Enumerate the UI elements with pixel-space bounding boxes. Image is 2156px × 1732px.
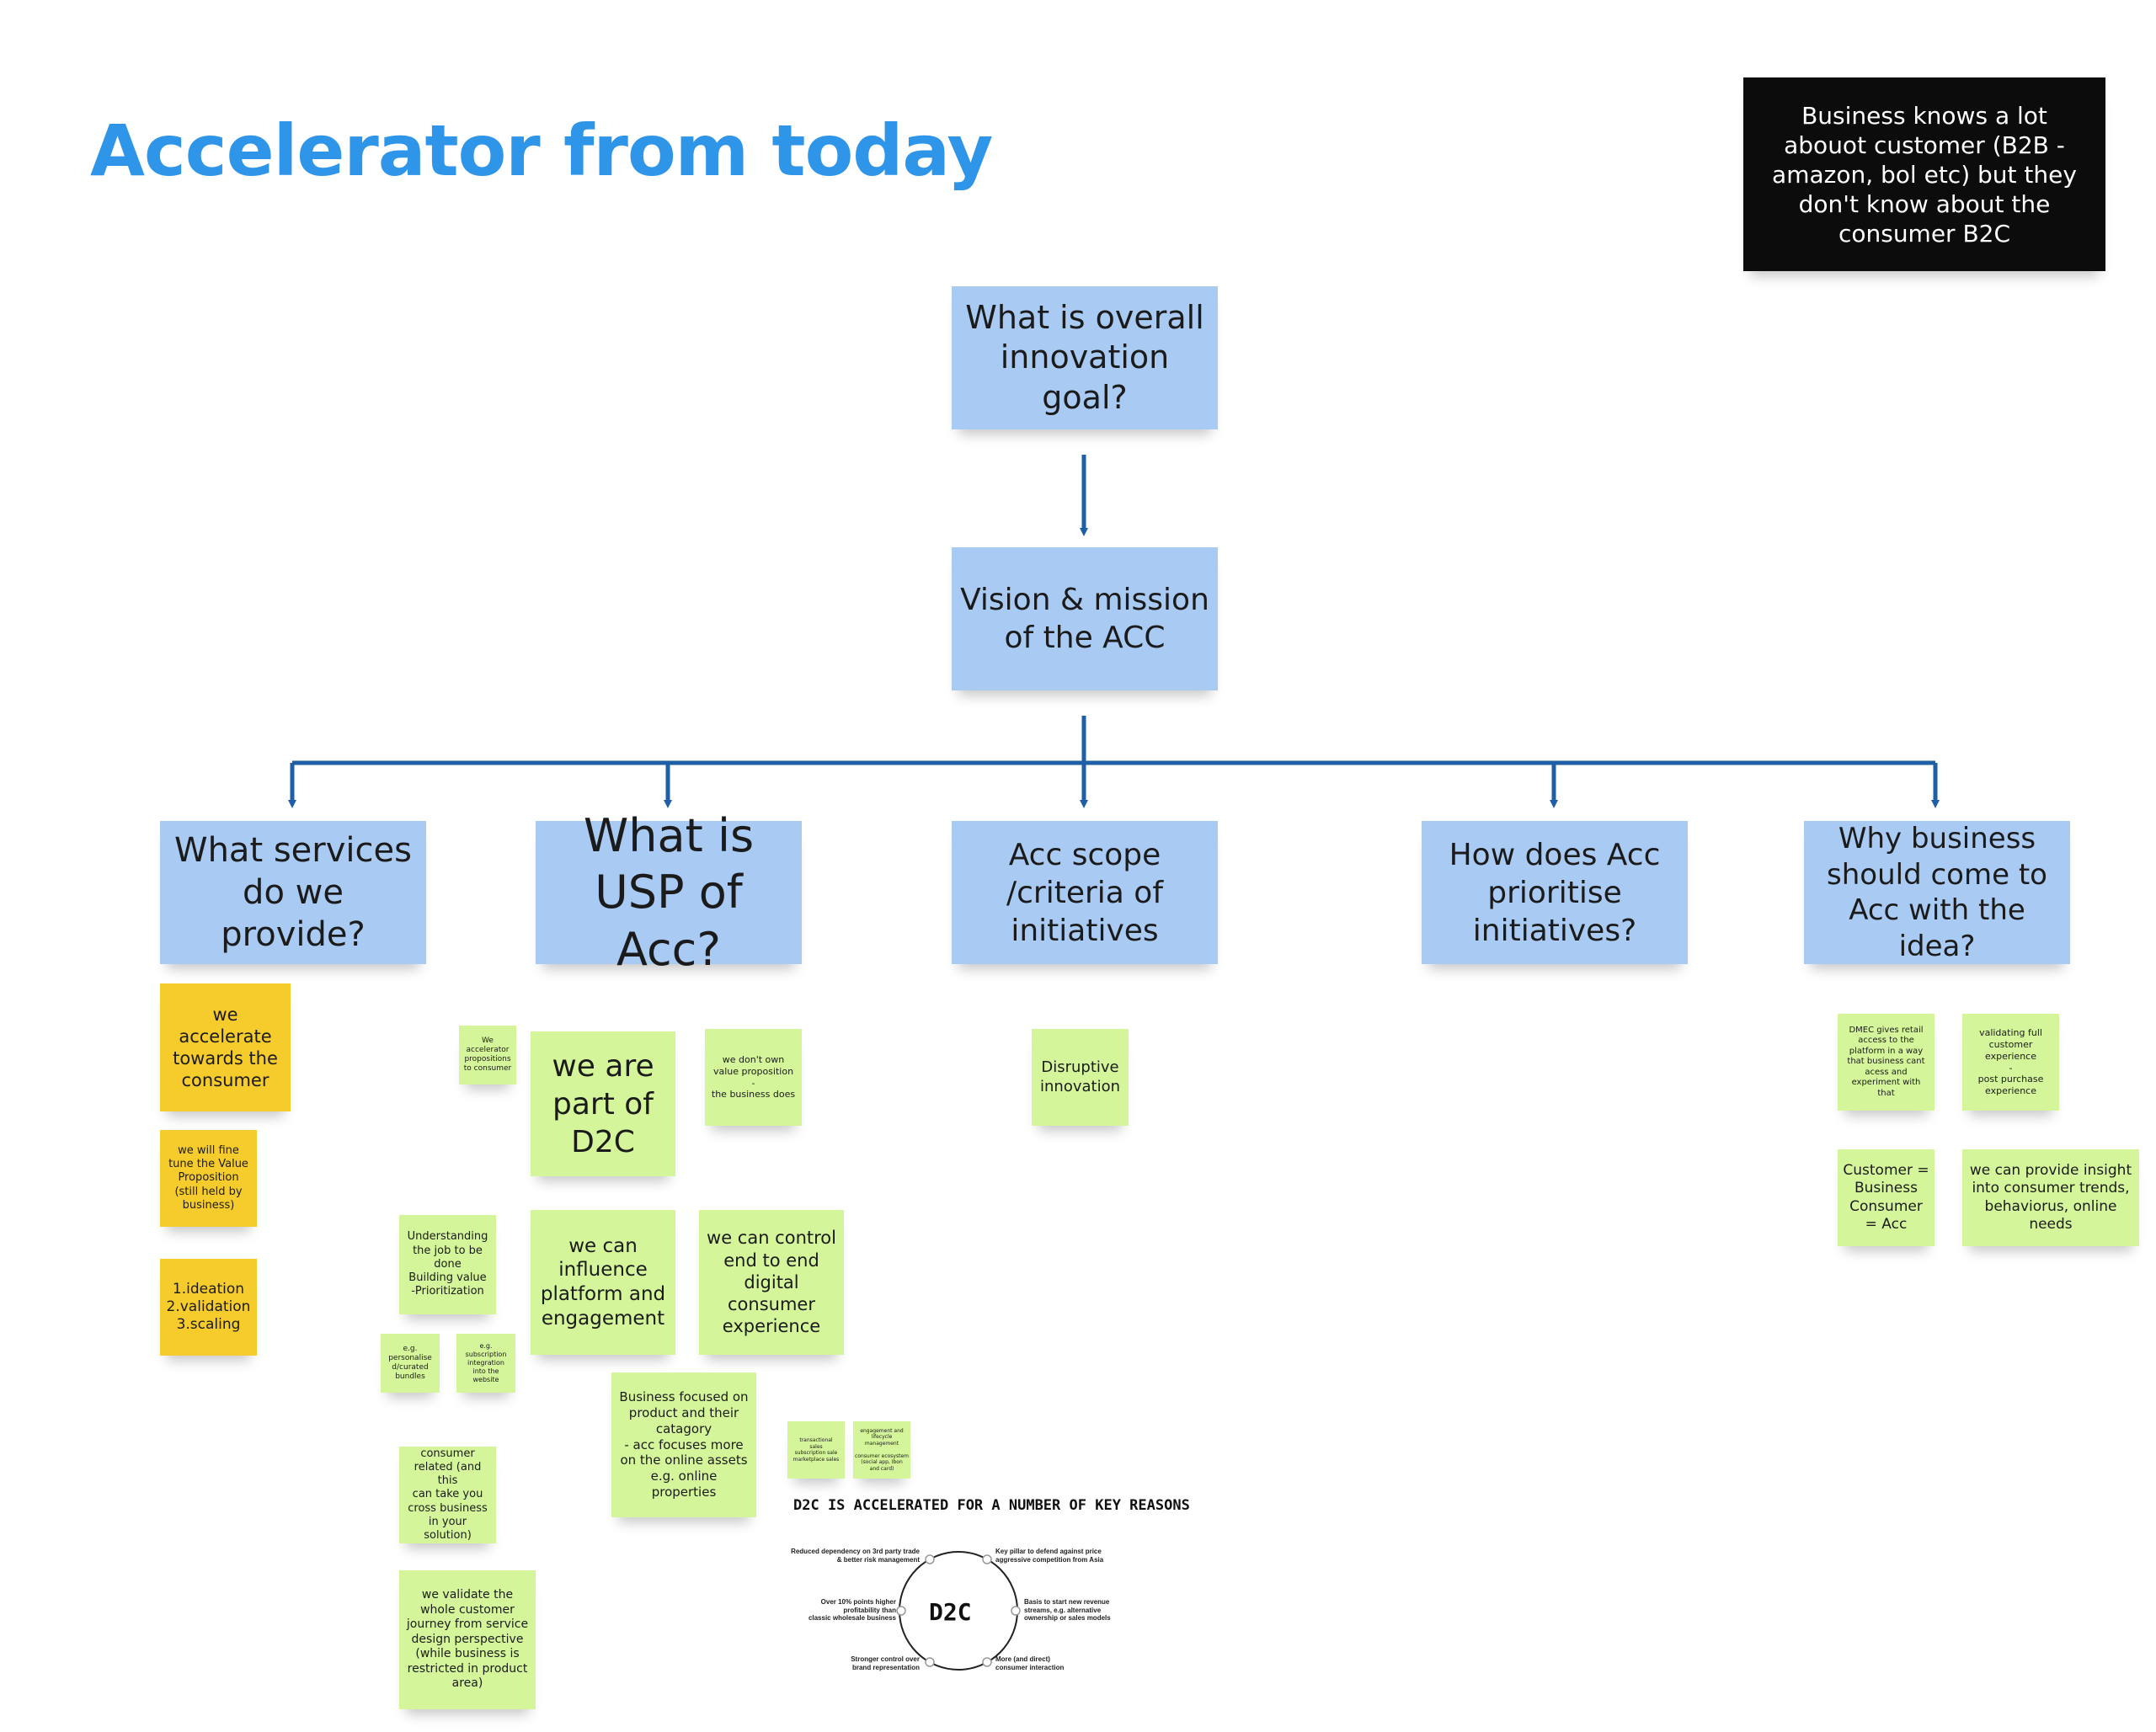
why-note-validating[interactable]: validating full customer experience - po… bbox=[1962, 1014, 2059, 1111]
usp-note-business-focused[interactable]: Business focused on product and their ca… bbox=[611, 1372, 756, 1517]
services-note-phases[interactable]: 1.ideation 2.validation 3.scaling bbox=[160, 1259, 257, 1356]
d2c-heading: D2C IS ACCELERATED FOR A NUMBER OF KEY R… bbox=[793, 1497, 1190, 1514]
services-note-accelerate[interactable]: we accelerate towards the consumer bbox=[160, 983, 291, 1111]
usp-note-engagement[interactable]: engagement and lifecycle management cons… bbox=[853, 1421, 910, 1479]
services-note-fine-tune[interactable]: we will fine tune the Value Proposition … bbox=[160, 1130, 257, 1227]
d2c-dot-left-mid bbox=[896, 1606, 906, 1616]
d2c-dot-left-bottom bbox=[925, 1657, 935, 1667]
board-title: Accelerator from today bbox=[90, 109, 993, 192]
usp-note-propositions[interactable]: We accelerator propositions to consumer bbox=[459, 1026, 516, 1084]
usp-node[interactable]: What is USP of Acc? bbox=[536, 809, 802, 976]
callout-note[interactable]: Business knows a lot abouot customer (B2… bbox=[1743, 77, 2105, 271]
scope-note-disruptive[interactable]: Disruptive innovation bbox=[1032, 1029, 1129, 1126]
usp-note-transactional[interactable]: transactional sales subscription sale ma… bbox=[787, 1421, 845, 1479]
vision-mission-node[interactable]: Vision & mission of the ACC bbox=[952, 547, 1218, 690]
d2c-reasons-diagram: D2C IS ACCELERATED FOR A NUMBER OF KEY R… bbox=[775, 1490, 1190, 1701]
d2c-reason-left-2: Over 10% points higher profitability tha… bbox=[808, 1598, 896, 1623]
d2c-reason-left-1: Reduced dependency on 3rd party trade & … bbox=[791, 1548, 920, 1564]
d2c-dot-right-top bbox=[982, 1554, 992, 1564]
innovation-goal-node[interactable]: What is overall innovation goal? bbox=[952, 286, 1218, 429]
usp-note-subscription[interactable]: e.g. subscription integration into the w… bbox=[456, 1334, 515, 1393]
d2c-reason-left-3: Stronger control over brand representati… bbox=[851, 1655, 920, 1671]
d2c-circle bbox=[896, 1551, 1021, 1671]
d2c-reason-right-1: Key pillar to defend against price aggre… bbox=[995, 1548, 1104, 1564]
d2c-reason-right-3: More (and direct) consumer interaction bbox=[995, 1655, 1065, 1671]
usp-note-d2c[interactable]: we are part of D2C bbox=[531, 1031, 675, 1176]
prioritise-node[interactable]: How does Acc prioritise initiatives? bbox=[1422, 821, 1688, 964]
usp-note-job-to-be-done[interactable]: Understanding the job to be done Buildin… bbox=[399, 1215, 496, 1314]
d2c-reason-right-2: Basis to start new revenue streams, e.g.… bbox=[1024, 1598, 1111, 1623]
d2c-dot-left-top bbox=[925, 1554, 935, 1564]
usp-note-consumer-related[interactable]: consumer related (and this can take you … bbox=[399, 1447, 496, 1543]
usp-note-control[interactable]: we can control end to end digital consum… bbox=[699, 1210, 844, 1355]
d2c-dot-right-bottom bbox=[982, 1657, 992, 1667]
usp-note-value-proposition[interactable]: we don't own value proposition - the bus… bbox=[705, 1029, 802, 1126]
usp-note-bundles[interactable]: e.g. personalise d/curated bundles bbox=[381, 1334, 440, 1393]
usp-note-validate-journey[interactable]: we validate the whole customer journey f… bbox=[399, 1570, 536, 1709]
scope-node[interactable]: Acc scope /criteria of initiatives bbox=[952, 821, 1218, 964]
why-note-equation[interactable]: Customer = Business Consumer = Acc bbox=[1838, 1149, 1935, 1246]
d2c-dot-right-mid bbox=[1011, 1606, 1021, 1616]
d2c-center-label: D2C bbox=[929, 1598, 972, 1626]
usp-note-influence[interactable]: we can influence platform and engagement bbox=[531, 1210, 675, 1355]
services-node[interactable]: What services do we provide? bbox=[160, 821, 426, 964]
why-note-dmec[interactable]: DMEC gives retail access to the platform… bbox=[1838, 1014, 1935, 1111]
why-note-insight[interactable]: we can provide insight into consumer tre… bbox=[1962, 1149, 2139, 1246]
why-business-node[interactable]: Why business should come to Acc with the… bbox=[1804, 821, 2070, 964]
